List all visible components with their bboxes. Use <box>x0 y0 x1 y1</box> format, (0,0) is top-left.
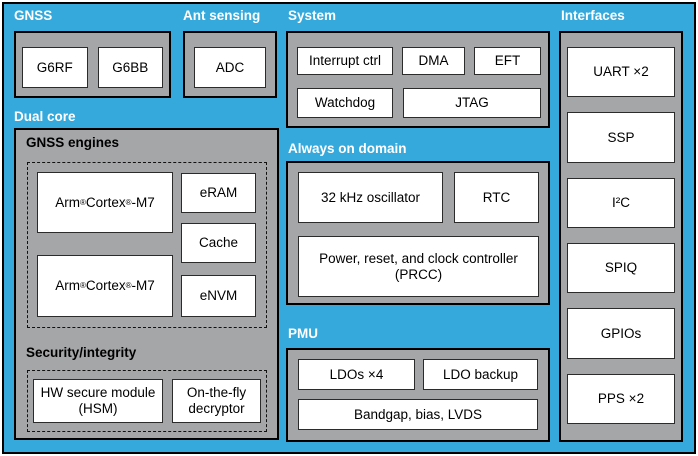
block-ssp: SSP <box>567 112 675 163</box>
system-row-2: Watchdog JTAG <box>297 88 541 118</box>
system-section-label: System <box>288 8 337 23</box>
gnss-panel: G6RF G6BB <box>14 31 171 98</box>
block-g6rf: G6RF <box>22 47 88 88</box>
block-ldo-backup: LDO backup <box>423 359 538 390</box>
gnss-engines-group: Arm® Cortex®-M7 Arm® Cortex®-M7 eRAM Cac… <box>27 162 267 328</box>
dual-core-panel: GNSS engines Arm® Cortex®-M7 Arm® Cortex… <box>14 128 279 440</box>
block-pps-x2: PPS ×2 <box>567 373 675 424</box>
pmu-row-2: Bandgap, bias, LVDS <box>298 399 538 430</box>
block-dma: DMA <box>402 47 465 75</box>
gnss-section-label: GNSS <box>14 8 53 23</box>
block-cache: Cache <box>181 223 256 263</box>
block-bandgap-bias-lvds: Bandgap, bias, LVDS <box>298 399 538 430</box>
block-jtag: JTAG <box>403 88 541 118</box>
block-hw-secure-module: HW secure module (HSM) <box>33 379 163 423</box>
block-gpios: GPIOs <box>567 308 675 359</box>
security-integrity-label: Security/integrity <box>26 345 137 360</box>
block-i2c: I²C <box>567 177 675 228</box>
gnss-engines-label: GNSS engines <box>26 135 120 150</box>
block-arm-cortex-m7-1: Arm® Cortex®-M7 <box>37 172 173 233</box>
ant-sensing-section-label: Ant sensing <box>183 8 261 23</box>
block-g6bb: G6BB <box>97 47 163 88</box>
dual-core-section-label: Dual core <box>14 109 76 124</box>
block-prcc: Power, reset, and clock controller (PRCC… <box>298 236 539 297</box>
block-arm-cortex-m7-2: Arm® Cortex®-M7 <box>37 255 173 317</box>
security-integrity-group: HW secure module (HSM) On-the-fly decryp… <box>27 370 267 432</box>
always-on-domain-panel: 32 kHz oscillator RTC Power, reset, and … <box>286 161 550 305</box>
block-interrupt-ctrl: Interrupt ctrl <box>297 47 393 75</box>
pmu-panel: LDOs ×4 LDO backup Bandgap, bias, LVDS <box>286 348 550 442</box>
always-on-row-2: Power, reset, and clock controller (PRCC… <box>298 236 539 297</box>
block-eft: EFT <box>474 47 541 75</box>
always-on-domain-section-label: Always on domain <box>288 141 407 156</box>
block-adc: ADC <box>194 47 266 88</box>
block-rtc: RTC <box>454 172 539 223</box>
interfaces-section-label: Interfaces <box>561 8 625 23</box>
block-eram: eRAM <box>181 173 256 213</box>
block-envm: eNVM <box>181 275 256 317</box>
pmu-row-1: LDOs ×4 LDO backup <box>298 359 538 390</box>
system-row-1: Interrupt ctrl DMA EFT <box>297 47 541 75</box>
block-on-the-fly-decryptor: On-the-fly decryptor <box>172 379 261 423</box>
system-panel: Interrupt ctrl DMA EFT Watchdog JTAG <box>286 31 550 128</box>
pmu-section-label: PMU <box>288 326 318 341</box>
always-on-row-1: 32 kHz oscillator RTC <box>298 172 539 223</box>
block-uart-x2: UART ×2 <box>567 47 675 98</box>
block-32khz-oscillator: 32 kHz oscillator <box>298 172 443 223</box>
block-ldos-x4: LDOs ×4 <box>298 359 415 390</box>
interfaces-panel: UART ×2 SSP I²C SPIQ GPIOs PPS ×2 <box>559 31 683 442</box>
block-watchdog: Watchdog <box>297 88 393 118</box>
block-spiq: SPIQ <box>567 242 675 294</box>
ant-sensing-panel: ADC <box>183 31 277 98</box>
